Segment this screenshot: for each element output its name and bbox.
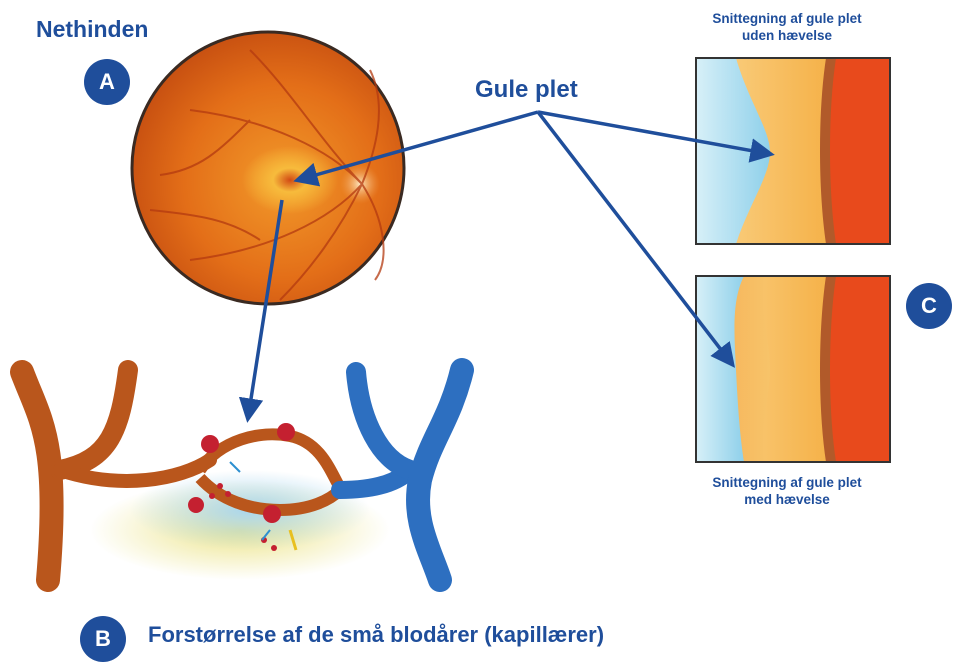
badge-a: A	[84, 59, 130, 105]
caption-section-swollen-line1: Snittegning af gule plet	[672, 474, 902, 491]
cross-section-swollen	[696, 276, 890, 462]
label-macula: Gule plet	[475, 76, 578, 104]
badge-b: B	[80, 616, 126, 662]
caption-section-normal: Snittegning af gule plet uden hævelse	[672, 10, 902, 44]
caption-section-swollen-line2: med hævelse	[672, 491, 902, 508]
title-capillaries: Forstørrelse af de små blodårer (kapillæ…	[148, 622, 604, 648]
caption-section-normal-line1: Snittegning af gule plet	[672, 10, 902, 27]
cross-section-normal	[696, 58, 890, 244]
caption-section-normal-line2: uden hævelse	[672, 27, 902, 44]
retina-fundus-image	[132, 32, 404, 304]
title-retina: Nethinden	[36, 16, 148, 43]
badge-c: C	[906, 283, 952, 329]
capillary-illustration	[22, 370, 462, 580]
caption-section-swollen: Snittegning af gule plet med hævelse	[672, 474, 902, 508]
